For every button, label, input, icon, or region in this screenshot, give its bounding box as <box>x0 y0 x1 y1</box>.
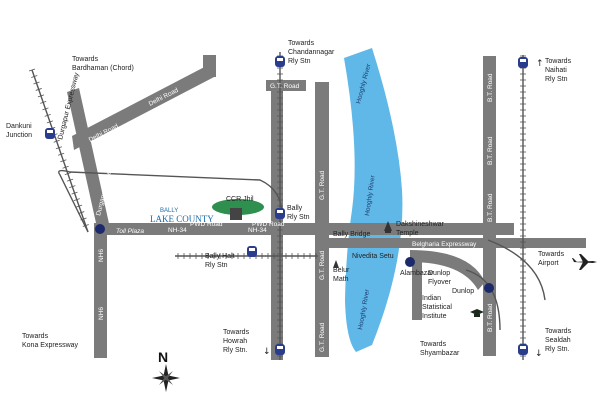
track-ties <box>28 55 526 357</box>
track-tie <box>44 113 51 117</box>
track-tie <box>42 107 49 111</box>
roads <box>67 55 586 360</box>
track-tie <box>62 165 69 169</box>
track-tie <box>46 120 54 124</box>
track-tie <box>80 217 87 221</box>
toll-plaza-label: Toll Plaza <box>116 228 144 235</box>
gt-road-cap <box>266 80 306 91</box>
train-station-icon <box>275 344 285 355</box>
durgapur-expressway-road <box>67 88 110 232</box>
bt-road-label-3: B.T. Road <box>487 193 494 222</box>
arrow-down-icon: ↓ <box>535 349 543 359</box>
train-station-icon <box>518 57 528 68</box>
train-station-icon <box>45 128 55 139</box>
delhi-road <box>72 62 216 150</box>
belgharia-label: Belgharia Expressway <box>412 241 477 248</box>
stations <box>45 56 528 355</box>
train-station-icon <box>247 246 257 257</box>
track-tie <box>40 101 47 104</box>
track-tie <box>78 211 85 214</box>
nh6-label: NH6 <box>98 307 105 320</box>
nivedita-setu-label: Nivedita Setu <box>352 253 394 260</box>
building-icon <box>230 208 242 220</box>
hooghly-river <box>344 48 403 352</box>
alambazar-label: Alambazar <box>400 270 434 277</box>
track-tie <box>60 159 67 163</box>
track-tie <box>31 75 38 78</box>
logo-line2: LAKE COUNTY <box>150 214 214 224</box>
bt-road-label-1: B.T. Road <box>487 73 494 102</box>
north-label: N <box>158 349 168 365</box>
belgharia-expressway-road <box>318 238 586 248</box>
lake-county-blob <box>212 199 264 215</box>
bally-bridge-label: Bally Bridge <box>333 231 370 238</box>
gt-road-label-2: G.T. Road <box>319 250 326 280</box>
arrow-up-icon: ↑ <box>536 59 544 69</box>
temple-icon <box>384 221 392 233</box>
track-tie <box>66 178 74 182</box>
gt-road-cap-label: G.T. Road <box>270 83 300 90</box>
airplane-icon <box>572 254 597 270</box>
gt-road-label-1: G.T. Road <box>319 170 326 200</box>
arrow-down-icon: ↓ <box>263 347 271 357</box>
train-station-icon <box>275 56 285 67</box>
track-tie <box>82 224 89 227</box>
ccr-jhil-label: CCR Jhil <box>226 196 254 203</box>
nh6-road <box>94 228 107 358</box>
dunlop-label: Dunlop <box>452 288 474 295</box>
track-tie <box>37 94 45 98</box>
nh34-label-2: NH-34 <box>248 227 267 234</box>
bt-road <box>483 56 496 356</box>
track-tie <box>33 81 40 85</box>
junction-node-icon <box>95 224 105 234</box>
delhi-road-stub <box>203 55 216 77</box>
train-station-icon <box>275 208 285 219</box>
dunlop-flyover-road <box>410 250 485 290</box>
nh34-label: NH-34 <box>168 227 187 234</box>
track-tie <box>69 185 76 189</box>
temple-icon <box>333 260 339 268</box>
track-tie <box>55 146 63 150</box>
graduation-cap-icon <box>470 309 484 317</box>
track-tie <box>53 139 60 143</box>
track-tie <box>73 198 80 201</box>
junction-node-icon <box>484 283 494 293</box>
pwd-road-label-2: PWD Road <box>252 221 285 228</box>
junction-node-icon <box>405 257 415 267</box>
compass-icon <box>152 364 180 392</box>
bt-road-label-4: B.T. Road <box>487 303 494 332</box>
bt-road-label-2: B.T. Road <box>487 136 494 165</box>
track-tie <box>64 172 71 176</box>
nh34-road <box>94 223 514 235</box>
track-tie <box>75 204 83 208</box>
track-tie <box>71 191 78 195</box>
track-tie <box>57 152 65 156</box>
gt-road-label-3: G.T. Road <box>319 322 326 352</box>
gt-road-east <box>315 82 329 357</box>
logo-line1: BALLY <box>160 208 178 214</box>
isi-road <box>412 260 422 320</box>
pwd-road-label: PWD Road <box>190 221 223 228</box>
track-tie <box>35 88 42 91</box>
track-tie <box>28 68 36 72</box>
nh6-label-2: NH6 <box>98 249 105 262</box>
train-station-icon <box>518 344 528 355</box>
